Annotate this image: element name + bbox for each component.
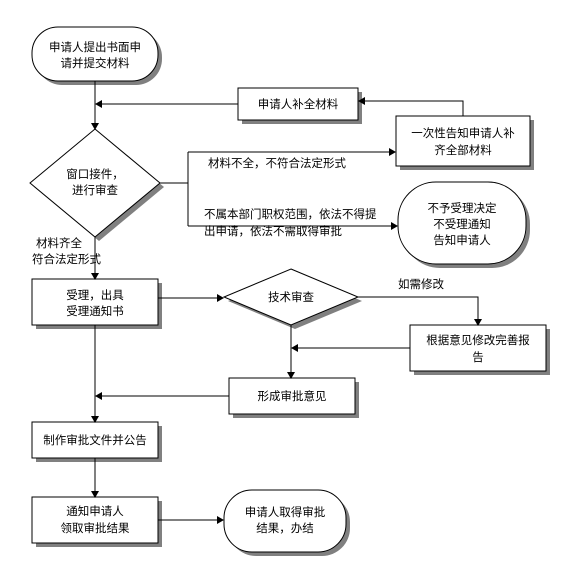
node-finish: 申请人取得审批 结果，办结 <box>223 489 350 556</box>
node-reject-line-3: 告知申请人 <box>433 233 491 247</box>
node-revise-report: 根据意见修改完善报 告 <box>409 324 550 375</box>
node-finish-line-2: 结果，办结 <box>256 521 314 535</box>
node-approval-opinion: 形成审批意见 <box>228 377 359 418</box>
node-revise-report-line-2: 告 <box>472 350 484 364</box>
node-reject-line-1: 不予受理决定 <box>428 201 497 215</box>
edge-label-out-of-scope-line-2: 出申请，依法不需取得审批 <box>204 224 342 238</box>
edge-window-to-accept <box>91 237 99 280</box>
node-apply: 申请人提出书面申 请并提交材料 <box>31 26 162 85</box>
edge-label-out-of-scope-line-1: 不属本部门职权范围，依法不得提 <box>204 207 377 221</box>
node-reject: 不予受理决定 不受理通知 告知申请人 <box>397 181 530 268</box>
edge-notify-to-finish <box>158 516 224 524</box>
edge-label-incomplete: 材料不全，不符合法定形式 <box>208 156 346 170</box>
edge-apply-to-window <box>91 81 99 130</box>
node-window-accept-line-1: 窗口接件， <box>66 167 124 181</box>
edge-makedoc-to-notify <box>91 458 99 498</box>
edge-supplement-to-main <box>95 100 238 108</box>
node-supplement: 申请人补全材料 <box>237 87 362 124</box>
node-apply-line-2: 请并提交材料 <box>61 56 130 70</box>
node-window-accept-line-2: 进行审查 <box>72 183 118 197</box>
node-notify-once-line-2: 齐全部材料 <box>434 143 492 157</box>
node-accept-line-2: 受理通知书 <box>66 304 124 318</box>
edge-accept-to-tech <box>158 294 224 302</box>
node-accept-line-1: 受理，出具 <box>66 288 124 302</box>
node-window-accept: 窗口接件， 进行审查 <box>29 128 164 241</box>
edge-label-complete-line-1: 材料齐全 <box>36 236 82 250</box>
edge-tech-to-revise <box>358 296 482 326</box>
node-notify-once-line-1: 一次性告知申请人补 <box>411 126 515 140</box>
node-notify-result: 通知申请人 领取审批结果 <box>31 496 162 547</box>
edge-opinion-to-spine <box>95 392 229 400</box>
edge-accept-to-makedoc <box>91 325 99 423</box>
edge-revise-to-tech <box>291 344 410 352</box>
node-approval-opinion-label: 形成审批意见 <box>258 389 327 403</box>
node-finish-line-1: 申请人取得审批 <box>245 505 326 519</box>
edge-notify-to-supplement <box>358 97 464 116</box>
node-notify-once: 一次性告知申请人补 齐全部材料 <box>395 115 534 170</box>
node-notify-result-line-2: 领取审批结果 <box>61 521 130 535</box>
edge-label-complete-line-2: 符合法定形式 <box>32 252 101 266</box>
node-apply-line-1: 申请人提出书面申 <box>49 40 141 54</box>
node-notify-result-line-1: 通知申请人 <box>66 504 124 518</box>
node-tech-review: 技术审查 <box>222 268 362 329</box>
edge-label-needs-revision: 如需修改 <box>398 277 444 291</box>
node-make-doc-label: 制作审批文件并公告 <box>43 433 147 447</box>
node-make-doc: 制作审批文件并公告 <box>31 421 162 462</box>
edge-tech-to-opinion <box>287 325 295 379</box>
node-supplement-label: 申请人补全材料 <box>258 97 339 111</box>
node-revise-report-line-1: 根据意见修改完善报 <box>426 333 530 347</box>
edge-window-branches <box>160 148 398 230</box>
node-tech-review-label: 技术审查 <box>268 290 314 304</box>
node-accept: 受理，出具 受理通知书 <box>31 278 162 329</box>
node-reject-line-2: 不受理通知 <box>433 217 491 231</box>
